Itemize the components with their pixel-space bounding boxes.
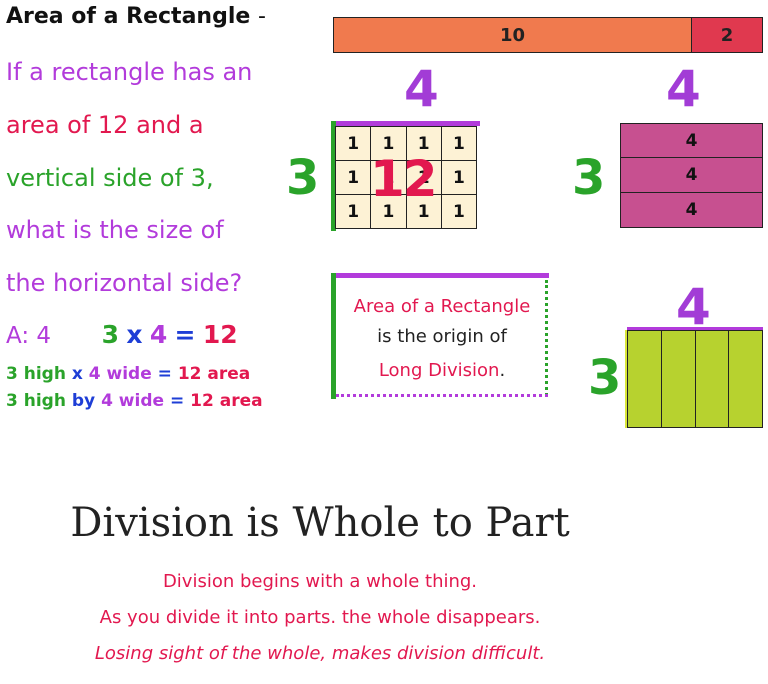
- grid1-cell: 1: [334, 194, 372, 229]
- info-line-3-period: .: [499, 360, 506, 381]
- answer-line: A: 4 3 x 4 = 12: [6, 320, 238, 349]
- s1-eq: =: [157, 364, 172, 384]
- info-top-edge: [333, 273, 549, 278]
- cols-column: [729, 331, 762, 427]
- stack-row: 4: [620, 191, 763, 228]
- statement-line-1: 3 high x 4 wide = 12 area: [6, 364, 250, 384]
- bottom-line-3: Losing sight of the whole, makes divisio…: [94, 643, 546, 664]
- info-left-edge: [331, 273, 336, 399]
- cols-top-edge: [627, 327, 763, 331]
- s1-x: x: [71, 364, 83, 384]
- bottom-line-1: Division begins with a whole thing.: [162, 571, 478, 592]
- eq-equals: =: [174, 320, 196, 349]
- grid1-cell: 1: [440, 194, 478, 229]
- cols-grid: [627, 330, 763, 428]
- question-line-4: what is the size of: [6, 216, 224, 244]
- question-line-3: vertical side of 3,: [6, 164, 214, 192]
- grid1-cell: 1: [440, 160, 478, 195]
- stack-rows: 4 4 4: [620, 122, 763, 228]
- eq-b: 4: [149, 320, 168, 349]
- grid1-total-area: 12: [370, 150, 438, 208]
- grid1-unit-squares: 1 1 1 1 1 1 1 1 1 1 1 1: [334, 126, 478, 229]
- info-bottom-dotted: [336, 394, 548, 397]
- stack-side-label: 3: [572, 150, 606, 206]
- s2-c: 12 area: [190, 391, 263, 411]
- info-line-2: is the origin of: [377, 326, 507, 347]
- cols-column: [696, 331, 730, 427]
- cols-side-label: 3: [588, 350, 622, 406]
- eq-a: 3: [101, 320, 120, 349]
- bar-segment-2: 2: [692, 18, 762, 52]
- s1-b: 4 wide: [88, 364, 152, 384]
- grid1-cell: 1: [370, 160, 407, 195]
- question-line-2: area of 12 and a: [6, 111, 204, 139]
- grid1-cell: 1: [334, 126, 372, 161]
- grid1-cell: 1: [370, 126, 407, 161]
- s2-eq: =: [169, 391, 185, 411]
- grid1-top-edge: [333, 121, 480, 126]
- eq-times: x: [126, 320, 143, 349]
- info-right-dotted: [545, 280, 548, 396]
- eq-c: 12: [202, 320, 238, 349]
- question-line-1: If a rectangle has an: [6, 58, 253, 86]
- bottom-title: Division is Whole to Part: [70, 500, 570, 546]
- s1-c: 12 area: [177, 364, 251, 384]
- stack-row: 4: [620, 157, 763, 193]
- bottom-line-2: As you divide it into parts. the whole d…: [99, 607, 541, 628]
- answer-prefix: A: 4: [6, 323, 52, 349]
- s2-a: 3 high: [6, 391, 66, 411]
- grid1-left-edge: [331, 121, 336, 231]
- grid1-cell: 1: [440, 126, 478, 161]
- grid1-cell: 1: [334, 160, 372, 195]
- s2-x: by: [71, 391, 96, 411]
- info-box: Area of a Rectangle is the origin of Lon…: [336, 276, 548, 396]
- info-line-3-text: Long Division: [378, 360, 500, 381]
- bar-10-2: 10 2: [333, 17, 763, 53]
- s2-b: 4 wide: [101, 391, 165, 411]
- statement-line-2: 3 high by 4 wide = 12 area: [6, 391, 263, 411]
- info-line-1: Area of a Rectangle: [353, 296, 531, 317]
- grid1-top-label: 4: [404, 60, 439, 118]
- question-line-5: the horizontal side?: [6, 269, 243, 297]
- stack-row: 4: [620, 122, 763, 159]
- grid1-cell: 1: [405, 194, 442, 229]
- bar-segment-10: 10: [334, 18, 692, 52]
- info-line-3: Long Division.: [336, 360, 548, 381]
- s1-a: 3 high: [6, 364, 66, 384]
- cols-top-label: 4: [676, 278, 711, 336]
- grid1-side-label: 3: [286, 150, 320, 206]
- stack-top-label: 4: [666, 60, 701, 118]
- cols-column: [662, 331, 696, 427]
- heading-dash: -: [257, 4, 266, 29]
- cols-column: [628, 331, 662, 427]
- heading: Area of a Rectangle -: [6, 4, 266, 29]
- heading-text: Area of a Rectangle: [6, 4, 251, 29]
- grid1-cell: 1: [370, 194, 407, 229]
